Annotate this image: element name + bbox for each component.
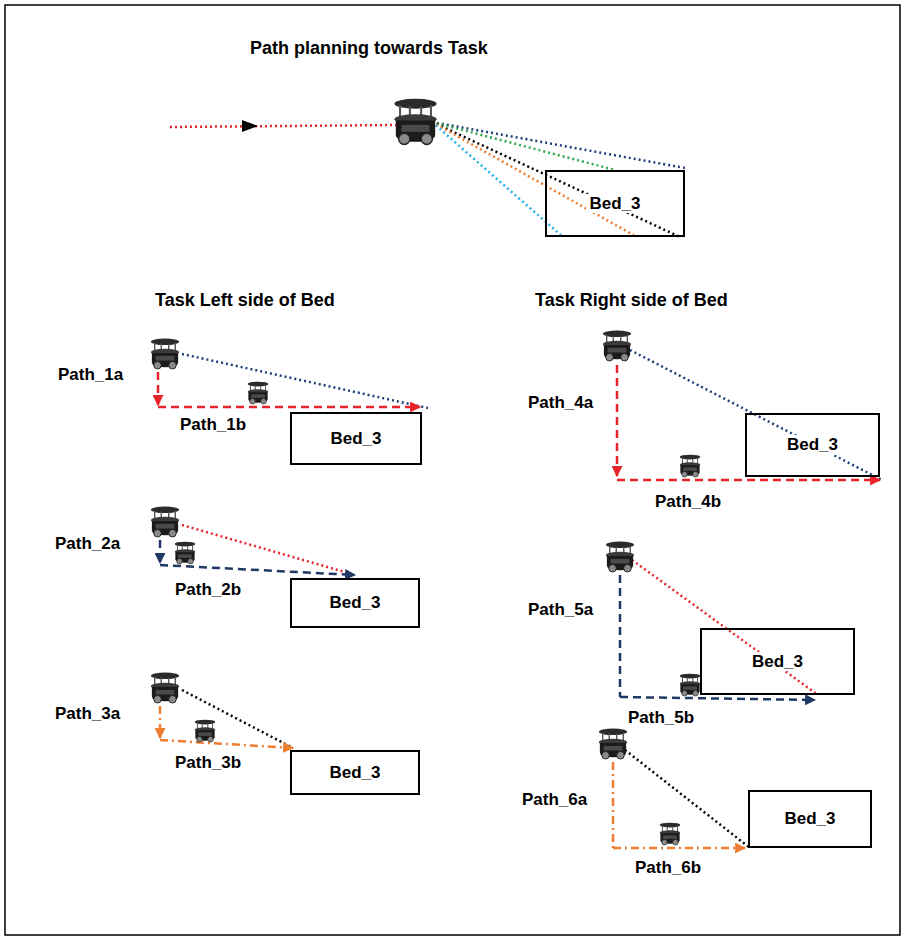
path-segment (616, 365, 619, 476)
path-segment (617, 479, 880, 482)
path-label: Path_6a (522, 790, 587, 810)
bed-box: Bed_3 (290, 750, 420, 795)
robot-icon (195, 720, 216, 742)
candidate-path (432, 122, 680, 237)
path-segment (619, 575, 622, 697)
robot-icon (151, 507, 179, 537)
bed-box: Bed_3 (290, 578, 420, 628)
path-label: Path_1b (180, 415, 246, 435)
path-label: Path_4a (528, 393, 593, 413)
diagram-title: Path planning towards Task (250, 38, 488, 59)
robot-icon (680, 455, 701, 477)
robot-icon (603, 331, 631, 361)
path-label: Path_3b (175, 753, 241, 773)
direct-path (182, 354, 428, 408)
section-heading: Task Left side of Bed (155, 290, 335, 311)
robot-icon (151, 673, 179, 703)
path-segment (157, 372, 160, 405)
candidate-path (432, 122, 685, 168)
path-segment (159, 540, 162, 563)
bed-label: Bed_3 (781, 809, 838, 829)
bed-label: Bed_3 (784, 435, 841, 455)
direction-arrow (242, 120, 258, 132)
robot-icon (175, 542, 196, 564)
path-segment (613, 847, 745, 850)
direct-path (182, 525, 355, 575)
path-label: Path_6b (635, 858, 701, 878)
bed-box: Bed_3 (545, 170, 685, 237)
robot-icon (394, 99, 436, 145)
path-segment (159, 706, 162, 738)
candidate-path (432, 122, 637, 237)
path-label: Path_2b (175, 580, 241, 600)
robot-icon (248, 382, 269, 404)
direct-path (625, 750, 750, 848)
section-heading: Task Right side of Bed (535, 290, 728, 311)
path-segment (160, 565, 355, 575)
bed-box: Bed_3 (745, 413, 880, 477)
bed-label: Bed_3 (327, 429, 384, 449)
bed-label: Bed_3 (326, 763, 383, 783)
robot-icon (680, 674, 701, 696)
path-segment (620, 697, 815, 700)
path-segment (158, 406, 420, 409)
direct-path (630, 350, 882, 480)
robot-icon (660, 823, 681, 845)
candidate-path (432, 122, 563, 237)
travelled-path (170, 125, 398, 127)
direct-path (182, 690, 293, 748)
bed-box: Bed_3 (748, 790, 872, 848)
path-segment (612, 762, 615, 848)
bed-label: Bed_3 (326, 593, 383, 613)
bed-label: Bed_3 (749, 652, 806, 672)
bed-box: Bed_3 (700, 628, 855, 695)
path-segment (160, 740, 293, 748)
path-label: Path_5b (628, 708, 694, 728)
robot-icon (606, 542, 634, 572)
bed-box: Bed_3 (290, 412, 422, 465)
frame-border (5, 5, 900, 935)
path-label: Path_5a (528, 600, 593, 620)
path-label: Path_4b (655, 492, 721, 512)
path-label: Path_3a (55, 704, 120, 724)
path-label: Path_1a (58, 365, 123, 385)
bed-label: Bed_3 (586, 194, 643, 214)
path-label: Path_2a (55, 534, 120, 554)
robot-icon (599, 729, 627, 759)
robot-icon (151, 339, 179, 369)
